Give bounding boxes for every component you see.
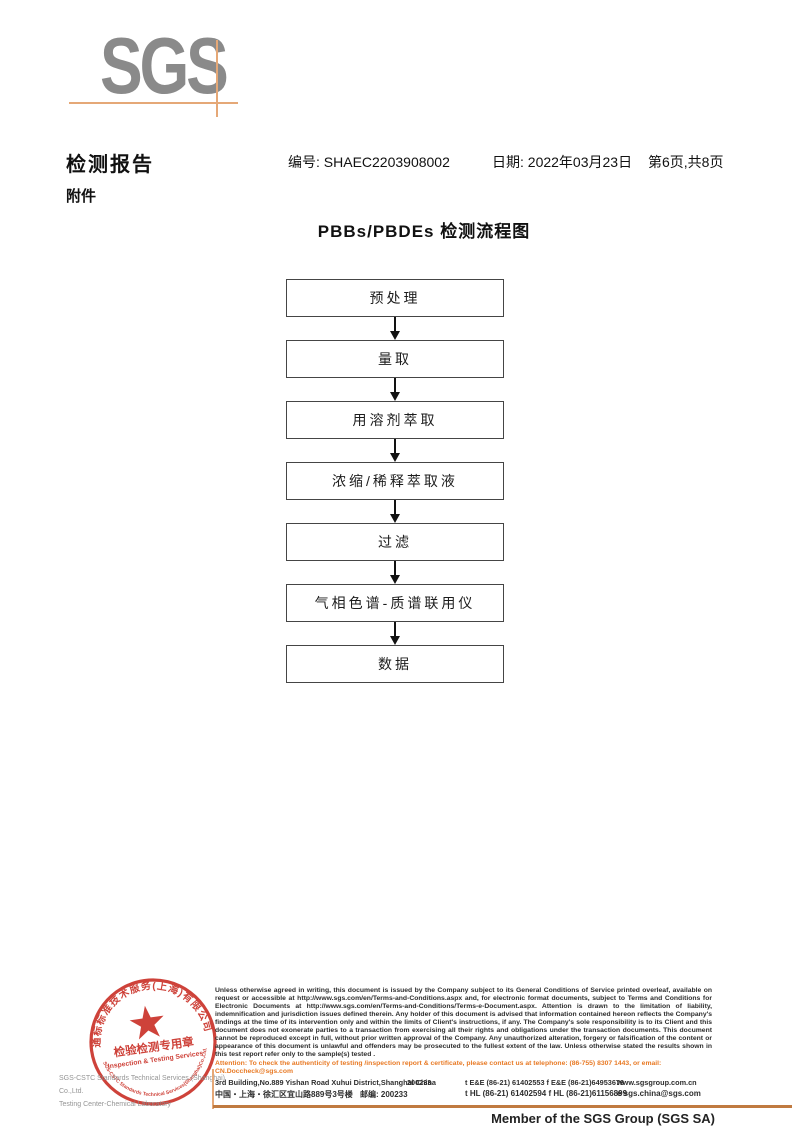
website-link: www.sgsgroup.com.cn bbox=[617, 1078, 697, 1087]
footer-horizontal-rule bbox=[213, 1105, 792, 1108]
seal-ring-text-top: 通标标准技术服务(上海)有限公司 bbox=[83, 971, 215, 1049]
page-indicator: 第6页,共8页 bbox=[648, 154, 724, 170]
flow-step-pretreatment: 预处理 bbox=[286, 279, 504, 317]
flowchart-title: PBBs/PBDEs 检测流程图 bbox=[317, 222, 531, 241]
report-title: 检测报告 bbox=[66, 154, 154, 176]
footer-vertical-rule bbox=[212, 1069, 214, 1109]
sgs-logo: SGS bbox=[100, 21, 229, 110]
address-row-en: 3rd Building,No.889 Yishan Road Xuhui Di… bbox=[215, 1078, 712, 1087]
arrow-down-icon bbox=[286, 622, 504, 645]
flow-step-concentrate-dilute: 浓缩/稀释萃取液 bbox=[286, 462, 504, 500]
flow-step-data: 数据 bbox=[286, 645, 504, 683]
footer: Unless otherwise agreed in writing, this… bbox=[215, 987, 712, 1100]
postal-code-cn: 邮编: 200233 bbox=[360, 1090, 408, 1099]
phone-en: t E&E (86-21) 61402553 f E&E (86-21)6495… bbox=[465, 1078, 625, 1087]
arrow-down-icon bbox=[286, 561, 504, 584]
seal-company-line2: Testing Center-Chemical Laboratory bbox=[59, 1101, 172, 1108]
postal-code-en: 200233 bbox=[407, 1078, 432, 1087]
report-date: 日期: 2022年03月23日 bbox=[492, 154, 633, 170]
seal-company-line1: SGS-CSTC Standards Technical Services (S… bbox=[59, 1075, 226, 1095]
company-seal: 通标标准技术服务(上海)有限公司 SGS-CSTC Standards Tech… bbox=[83, 971, 217, 1106]
address-en: 3rd Building,No.889 Yishan Road Xuhui Di… bbox=[215, 1078, 436, 1087]
logo-crosshair-vertical bbox=[216, 40, 218, 117]
logo-crosshair-horizontal bbox=[69, 102, 238, 104]
flow-step-solvent-extraction: 用溶剂萃取 bbox=[286, 401, 504, 439]
arrow-down-icon bbox=[286, 317, 504, 340]
flow-step-filter: 过滤 bbox=[286, 523, 504, 561]
flowchart: 预处理 量取 用溶剂萃取 浓缩/稀释萃取液 过滤 气相色谱-质谱联用仪 数据 bbox=[286, 279, 504, 683]
arrow-down-icon bbox=[286, 378, 504, 401]
flow-step-measure: 量取 bbox=[286, 340, 504, 378]
seal-star-icon bbox=[129, 1005, 164, 1040]
address-row-cn: 中国・上海・徐汇区宜山路889号3号楼 邮编: 200233 t HL (86-… bbox=[215, 1089, 712, 1100]
phone-cn: t HL (86-21) 61402594 f HL (86-21)611568… bbox=[465, 1089, 628, 1098]
report-number: 编号: SHAEC2203908002 bbox=[288, 154, 450, 170]
disclaimer-text: Unless otherwise agreed in writing, this… bbox=[215, 987, 712, 1058]
arrow-down-icon bbox=[286, 439, 504, 462]
attention-note: Attention: To check the authenticity of … bbox=[215, 1060, 662, 1075]
email-link: e sgs.china@sgs.com bbox=[617, 1089, 701, 1098]
svg-text:通标标准技术服务(上海)有限公司: 通标标准技术服务(上海)有限公司 bbox=[83, 971, 215, 1049]
arrow-down-icon bbox=[286, 500, 504, 523]
flow-step-gcms: 气相色谱-质谱联用仪 bbox=[286, 584, 504, 622]
member-text: Member of the SGS Group (SGS SA) bbox=[491, 1111, 715, 1126]
address-cn: 中国・上海・徐汇区宜山路889号3号楼 bbox=[215, 1090, 353, 1099]
attachment-label: 附件 bbox=[66, 188, 97, 205]
seal-company-name-en: SGS-CSTC Standards Technical Services (S… bbox=[59, 1072, 234, 1111]
